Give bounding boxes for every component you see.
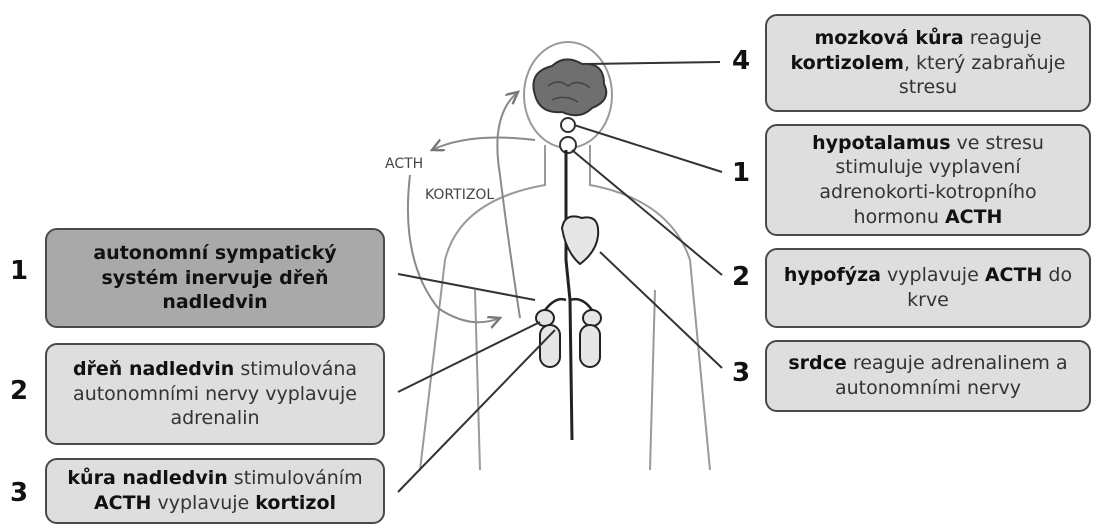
right-number-1: 1 [732, 158, 750, 188]
box-text: kůra nadledvin stimulováním ACTH vyplavu… [55, 466, 375, 515]
left-number-2: 2 [10, 376, 28, 406]
right-number-2: 2 [732, 262, 750, 292]
box-text: hypotalamus ve stresu stimuluje vyplaven… [775, 131, 1081, 230]
box-text: hypofýza vyplavuje ACTH do krve [775, 263, 1081, 312]
right-number-4: 4 [732, 46, 750, 76]
box-text: autonomní sympatický systém inervuje dře… [55, 241, 375, 315]
connector-lines [398, 62, 722, 492]
adrenal-cortex-box: kůra nadledvin stimulováním ACTH vyplavu… [45, 458, 385, 524]
brain-icon [533, 59, 606, 115]
box-text: srdce reaguje adrenalinem a autonomními … [775, 351, 1081, 400]
hypothalamus-icon [561, 118, 575, 132]
hypothalamus-box: hypotalamus ve stresu stimuluje vyplaven… [765, 124, 1091, 236]
box-text: dřeň nadledvin stimulována autonomními n… [55, 357, 375, 431]
pituitary-box: hypofýza vyplavuje ACTH do krve [765, 248, 1091, 328]
left-number-3: 3 [10, 478, 28, 508]
right-adrenal [583, 310, 601, 326]
sympathetic-system-box: autonomní sympatický systém inervuje dře… [45, 228, 385, 328]
box-text: mozková kůra reaguje kortizolem, který z… [775, 26, 1081, 100]
adrenal-medulla-box: dřeň nadledvin stimulována autonomními n… [45, 343, 385, 445]
left-number-1: 1 [10, 256, 28, 286]
spinal-cord [566, 150, 572, 440]
right-number-3: 3 [732, 358, 750, 388]
heart-box: srdce reaguje adrenalinem a autonomními … [765, 340, 1091, 412]
kortizol-label: KORTIZOL [425, 187, 494, 203]
left-kidney [540, 325, 560, 367]
right-kidney [580, 325, 600, 367]
acth-label: ACTH [385, 156, 423, 172]
brain-cortex-box: mozková kůra reaguje kortizolem, který z… [765, 14, 1091, 112]
